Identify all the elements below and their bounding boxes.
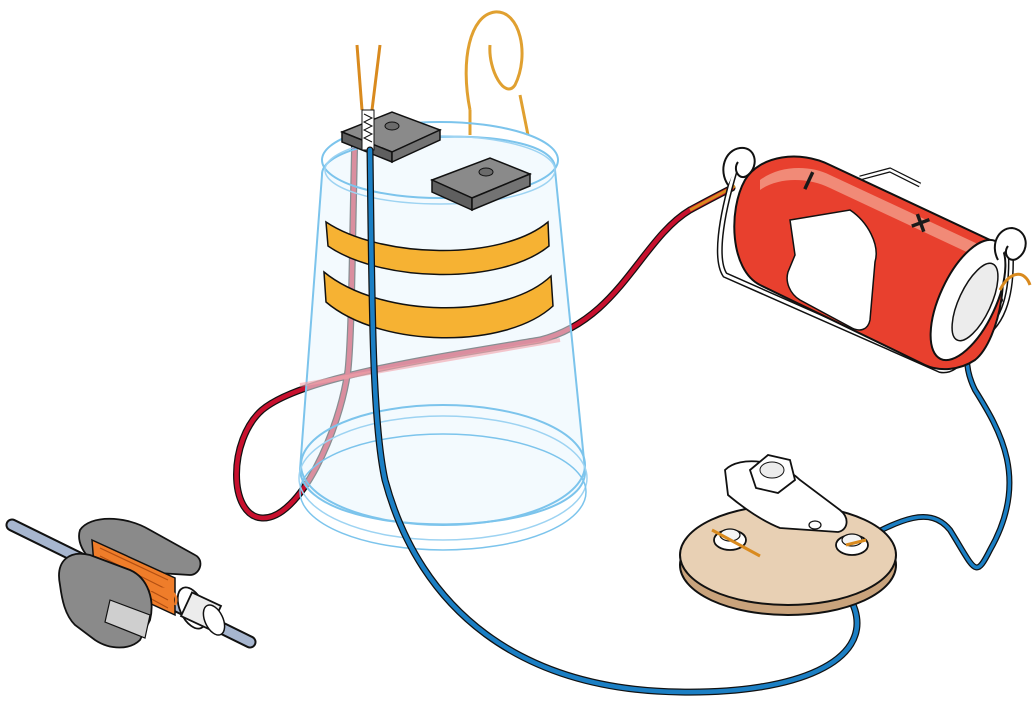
battery: − + [733,155,1007,371]
battery-clips [722,146,1032,291]
plastic-cup [298,10,588,551]
tape-bands [323,220,554,339]
lead-wires-top [355,44,382,151]
magnet-blocks [339,111,532,212]
motor-armature [5,517,257,649]
tack-switch-on-board [679,454,897,616]
blue-wire [366,146,1013,696]
